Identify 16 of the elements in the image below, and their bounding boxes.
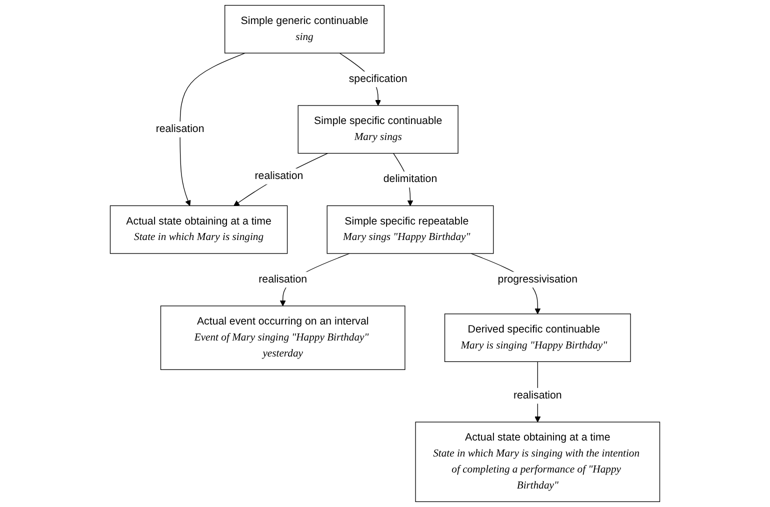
edge-label: realisation <box>254 170 304 182</box>
node-box: Actual state obtaining at a time State in which Mary is singing <box>110 205 288 254</box>
arrow <box>180 52 246 206</box>
node-box: Simple specific continuable Mary sings <box>298 105 458 154</box>
node-box: Simple generic continuable sing <box>224 4 385 54</box>
node-box: Derived specific continuable Mary is singing "Happy Birthday" <box>444 314 631 362</box>
edge-label: realisation <box>258 274 308 286</box>
edge-label: realisation <box>156 123 204 135</box>
arrow <box>234 152 328 206</box>
edge-label: delimitation <box>383 174 438 185</box>
edge-label: specification <box>348 73 408 85</box>
node-box: Actual event occurring on an interval Event of Mary singing "Happy Birthday" yesterday <box>160 306 406 370</box>
node-box: Simple specific repeatable Mary sings "Happy Birthday" <box>326 205 494 254</box>
edge-label: progressivisation <box>498 274 578 286</box>
edge-label: realisation <box>513 390 562 402</box>
node-box: Actual state obtaining at a time State in which Mary is singing with the intention of completing a performance of "Happy Birthday" <box>415 422 660 502</box>
